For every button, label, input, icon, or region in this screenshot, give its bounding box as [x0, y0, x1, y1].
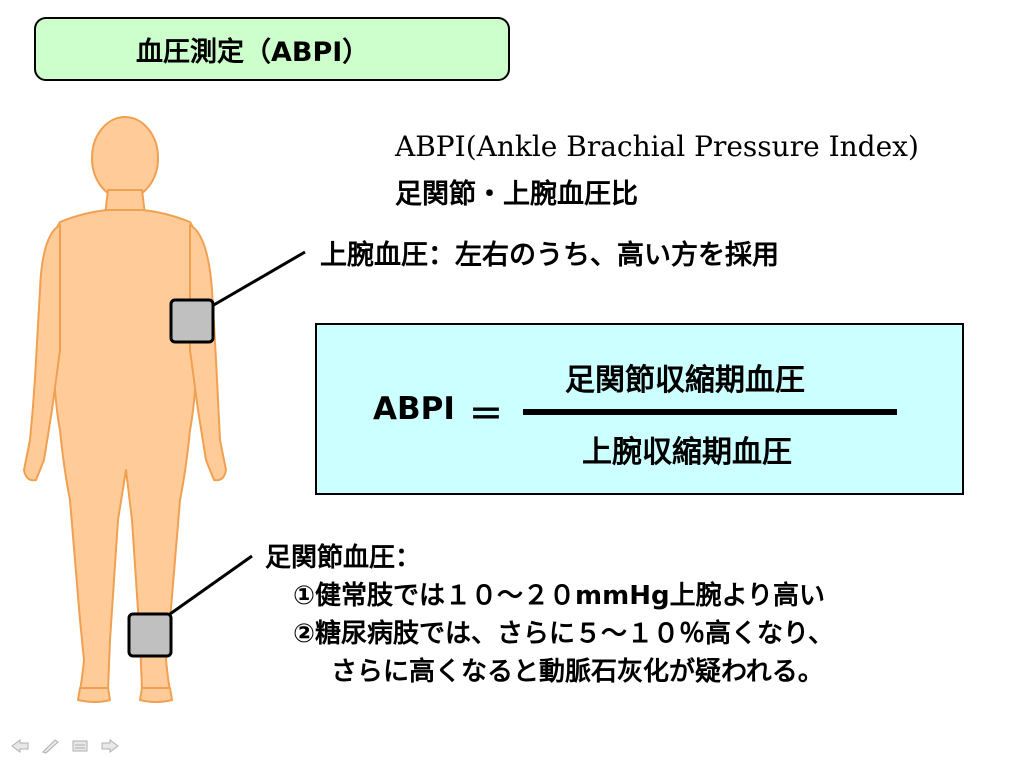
title-box: 血圧測定（ABPI） [34, 17, 510, 81]
ankle-leader-line [169, 554, 253, 616]
fraction-bar [523, 409, 897, 415]
menu-icon[interactable] [70, 738, 90, 754]
ankle-pressure-note: 足関節血圧： ①健常肢では１０～２０mmHg上腕より高い ②糖尿病肢では、さらに… [265, 537, 834, 689]
formula-lhs: ABPI [373, 391, 455, 427]
back-arrow-icon[interactable] [10, 738, 30, 754]
formula-box: ABPI ＝ 足関節収縮期血圧 上腕収縮期血圧 [315, 323, 964, 495]
pen-icon[interactable] [40, 738, 60, 754]
ankle-note-item-2-cont: さらに高くなると動脈石灰化が疑われる。 [331, 657, 824, 687]
definition-japanese: 足関節・上腕血圧比 [395, 179, 638, 210]
ankle-note-item-2: ②糖尿病肢では、さらに５～１０％高くなり、 [293, 619, 834, 649]
definition-english: ABPI(Ankle Brachial Pressure Index) [395, 130, 919, 163]
formula-equals: ＝ [469, 395, 503, 435]
ankle-cuff [127, 612, 173, 658]
forward-arrow-icon[interactable] [100, 738, 120, 754]
formula-denominator: 上腕収縮期血圧 [582, 435, 792, 470]
ankle-note-item-1: ①健常肢では１０～２０mmHg上腕より高い [293, 581, 826, 611]
slide-nav [10, 738, 120, 754]
formula-numerator: 足関節収縮期血圧 [565, 363, 805, 398]
human-body-figure [23, 116, 227, 703]
ankle-note-heading: 足関節血圧： [265, 543, 422, 573]
arm-cuff [169, 298, 215, 344]
slide-title: 血圧測定（ABPI） [136, 36, 370, 68]
arm-pressure-note: 上腕血圧：左右のうち、高い方を採用 [320, 240, 779, 271]
arm-leader-line [211, 250, 306, 308]
